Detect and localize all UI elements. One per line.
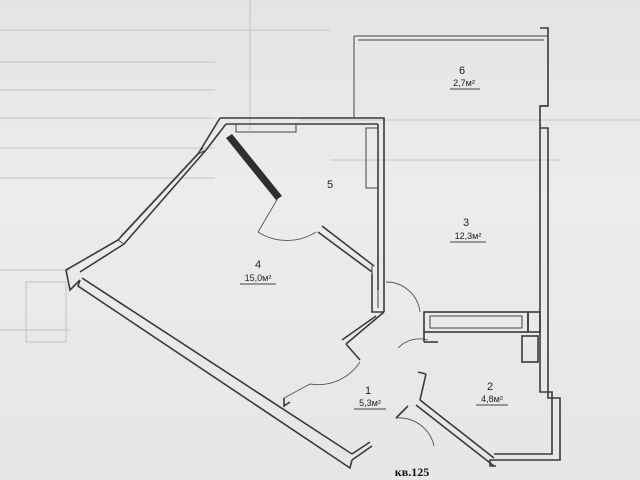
room-2-area: 4,8м² <box>481 394 503 404</box>
room-label-5: 5 <box>327 179 333 191</box>
service-block <box>423 311 541 363</box>
room-label-2: 2 4,8м² <box>476 381 508 406</box>
bottom-diagonal-wall <box>77 277 373 470</box>
left-diagonal-wall <box>65 117 227 292</box>
background-faint-lines <box>0 0 640 343</box>
entry-partitions <box>283 274 435 447</box>
room-label-1: 1 5,3м² <box>354 385 386 410</box>
room-1-area: 5,3м² <box>359 398 381 408</box>
room-3-number: 3 <box>463 217 469 229</box>
room-3-area: 12,3м² <box>455 231 482 241</box>
room-label-6: 6 2,7м² <box>450 65 480 90</box>
room-4-area: 15,0м² <box>245 273 272 283</box>
room-6-number: 6 <box>459 65 465 77</box>
room-6-area: 2,7м² <box>453 78 475 88</box>
apartment-caption: кв.125 <box>395 465 429 479</box>
room-label-4: 4 15,0м² <box>240 259 276 285</box>
room-4-number: 4 <box>255 259 261 271</box>
room-5-number: 5 <box>327 179 333 191</box>
room-1-number: 1 <box>365 385 371 397</box>
room-label-3: 3 12,3м² <box>450 217 486 243</box>
top-walls <box>220 117 385 312</box>
room-2-number: 2 <box>487 381 493 393</box>
partition-4-5 <box>226 134 375 274</box>
room-6-outline <box>353 27 549 118</box>
right-exterior-walls <box>415 105 561 467</box>
